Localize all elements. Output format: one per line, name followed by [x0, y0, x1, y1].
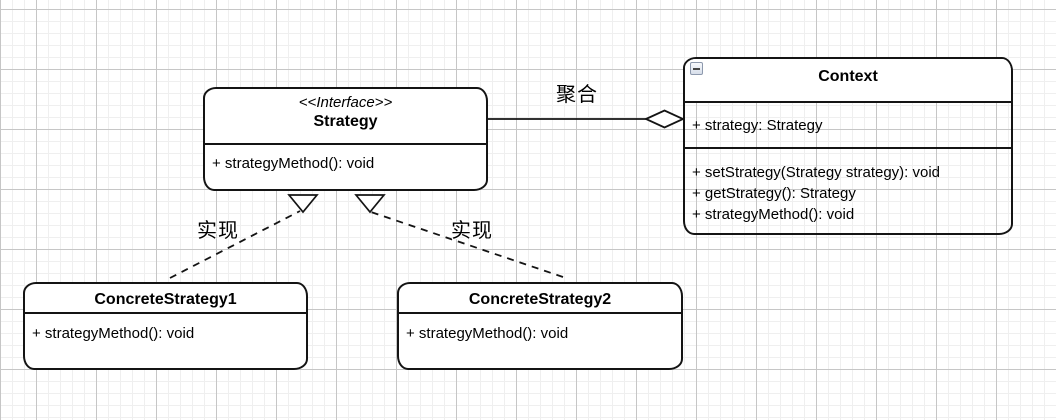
strategy-title: Strategy	[313, 113, 378, 130]
strategy-methods-section: + strategyMethod(): void	[205, 143, 486, 173]
minus-icon	[693, 67, 700, 70]
context-method-row: + setStrategy(Strategy strategy): void	[692, 164, 941, 181]
class-box-concrete-strategy-2[interactable]: ConcreteStrategy2 + strategyMethod(): vo…	[397, 282, 683, 370]
realization-triangle-1-icon[interactable]	[287, 194, 319, 214]
context-attributes-section: + strategy: Strategy	[685, 101, 1011, 147]
concrete-strategy-2-methods-section: + strategyMethod(): void	[399, 312, 681, 343]
context-methods-section: + setStrategy(Strategy strategy): void +…	[685, 147, 1011, 225]
realization-connector-2[interactable]	[354, 194, 564, 278]
realization-triangle-2-icon[interactable]	[354, 194, 386, 214]
collapse-button[interactable]	[690, 62, 703, 75]
aggregation-diamond-icon[interactable]	[643, 109, 686, 129]
context-attribute-row: + strategy: Strategy	[692, 117, 823, 134]
concrete-strategy-2-method-row: + strategyMethod(): void	[406, 325, 569, 342]
realization-line-2[interactable]	[367, 210, 564, 278]
realization-line-1[interactable]	[169, 210, 301, 279]
concrete-strategy-1-method-row: + strategyMethod(): void	[32, 325, 195, 342]
concrete-strategy-1-title: ConcreteStrategy1	[94, 291, 237, 308]
strategy-method-row: + strategyMethod(): void	[212, 155, 375, 172]
concrete-strategy-1-methods-section: + strategyMethod(): void	[25, 312, 306, 343]
realization-label-2[interactable]: 实现	[451, 220, 493, 242]
realization-connector-1[interactable]	[169, 194, 319, 279]
context-method-row: + getStrategy(): Strategy	[692, 185, 856, 202]
strategy-stereotype: <<Interface>>	[298, 94, 393, 111]
context-method-row: + strategyMethod(): void	[692, 206, 855, 223]
class-box-context[interactable]: Context + strategy: Strategy + setStrate…	[683, 57, 1013, 235]
concrete-strategy-1-header: ConcreteStrategy1	[25, 284, 306, 312]
concrete-strategy-2-title: ConcreteStrategy2	[468, 291, 612, 308]
context-title: Context	[818, 68, 878, 85]
class-box-concrete-strategy-1[interactable]: ConcreteStrategy1 + strategyMethod(): vo…	[23, 282, 308, 370]
realization-label-1[interactable]: 实现	[197, 220, 239, 242]
aggregation-connector[interactable]	[488, 109, 686, 129]
context-header: Context	[685, 59, 1011, 101]
concrete-strategy-2-header: ConcreteStrategy2	[399, 284, 681, 312]
strategy-header: <<Interface>> Strategy	[205, 89, 486, 143]
aggregation-label[interactable]: 聚合	[556, 84, 598, 106]
class-box-strategy[interactable]: <<Interface>> Strategy + strategyMethod(…	[203, 87, 488, 191]
